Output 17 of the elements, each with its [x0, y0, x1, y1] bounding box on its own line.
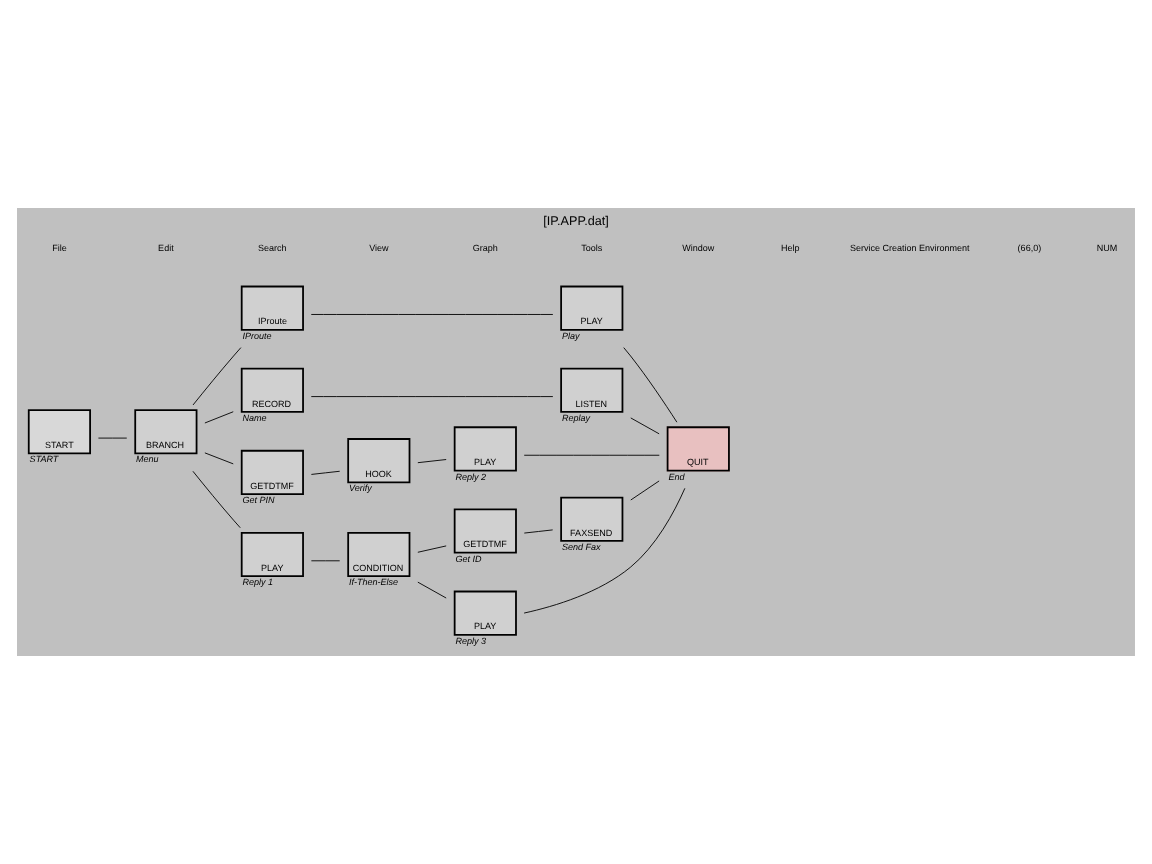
connector — [623, 347, 678, 423]
connector — [417, 581, 447, 599]
connector — [417, 459, 447, 464]
connector — [630, 417, 660, 435]
connector — [310, 396, 554, 398]
connector — [310, 470, 341, 475]
connector — [417, 545, 447, 553]
connector — [192, 470, 241, 529]
connector — [310, 560, 341, 562]
connector — [310, 314, 554, 315]
connector — [204, 452, 234, 465]
connector — [523, 487, 686, 614]
connector — [523, 454, 660, 456]
connector — [523, 529, 554, 534]
connector — [204, 411, 234, 424]
connector — [192, 347, 242, 406]
connector — [630, 480, 660, 501]
